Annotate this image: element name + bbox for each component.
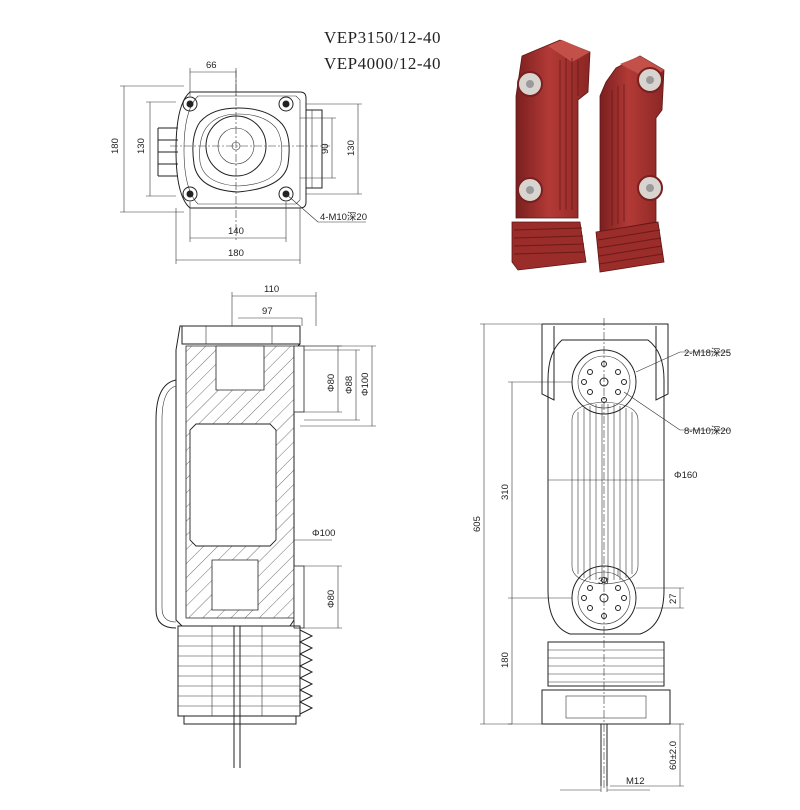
- dim-605: 605: [472, 516, 483, 532]
- section-view: 110 97 Φ80 Φ88 Φ100 Φ100 Φ80: [155, 284, 376, 768]
- dim-130-right: 130: [346, 140, 357, 156]
- top-dimension-lines: [120, 68, 366, 264]
- front-fins: [547, 641, 665, 687]
- top-central-bore: [192, 107, 290, 193]
- dim-310: 310: [500, 484, 511, 500]
- product-render: [511, 39, 665, 273]
- top-side-boss: [305, 109, 323, 189]
- dim-phi88: Φ88: [344, 376, 355, 394]
- dim-140: 140: [228, 226, 244, 237]
- front-view: 2-M18深25 8-M10深20 Φ160 605 310 180 30 27…: [472, 318, 731, 792]
- dim-phi100-top: Φ100: [360, 373, 371, 396]
- dim-130-left: 130: [136, 138, 147, 154]
- top-view-fins: [157, 127, 178, 177]
- front-base-plate: [541, 689, 671, 725]
- dim-phi160: Φ160: [674, 470, 697, 481]
- dim-27: 27: [668, 593, 679, 604]
- bolt-note-top: 4-M10深20: [320, 212, 367, 223]
- top-view: 66 180 130 90 130 140 180 4-M10深20: [110, 60, 367, 264]
- model-title-1: VEP3150/12-40: [324, 28, 441, 47]
- dim-phi80-top: Φ80: [326, 374, 337, 392]
- front-ribs: [571, 401, 639, 585]
- dim-90: 90: [320, 143, 331, 154]
- dim-m12: M12: [626, 776, 644, 787]
- dim-180-front: 180: [500, 652, 511, 668]
- dim-60-tol: 60±2.0: [668, 741, 679, 770]
- note-8-m10: 8-M10深20: [684, 426, 731, 437]
- render-unit-right: [595, 55, 665, 273]
- note-2-m18: 2-M18深25: [684, 348, 731, 359]
- render-unit-left: [511, 39, 591, 271]
- dim-66: 66: [206, 60, 217, 71]
- dim-180-bottom: 180: [228, 248, 244, 259]
- section-fins: [177, 625, 314, 717]
- front-column: [547, 339, 665, 635]
- dim-30: 30: [598, 576, 609, 587]
- dim-110: 110: [264, 284, 279, 295]
- dim-97: 97: [262, 306, 273, 317]
- section-inner-cavity: [189, 423, 277, 547]
- section-shroud: [155, 379, 177, 629]
- dim-phi100-mid: Φ100: [312, 528, 335, 539]
- dim-180-left: 180: [110, 138, 121, 154]
- top-bolt-holes: [182, 96, 294, 202]
- dim-phi80-bottom: Φ80: [326, 590, 337, 608]
- model-title-2: VEP4000/12-40: [324, 54, 441, 73]
